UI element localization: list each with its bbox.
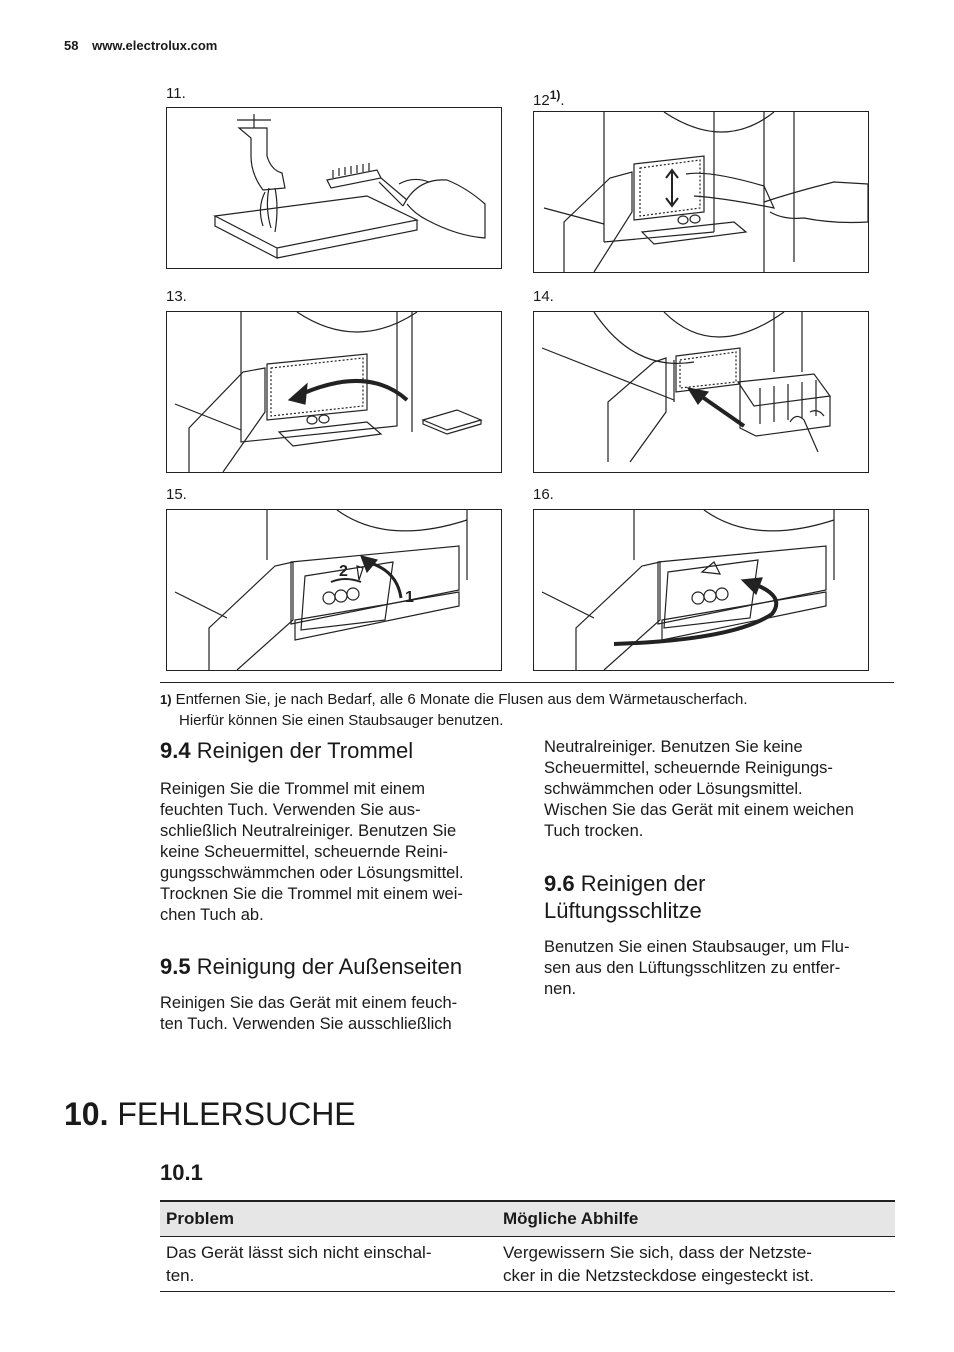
page-header: 58 www.electrolux.com [64,38,227,53]
table-row: Das Gerät lässt sich nicht einschal- ten… [160,1236,895,1292]
heading-9-4-title: Reinigen der Trommel [196,738,414,763]
heading-9-6-line-1: 9.6 Reinigen der [544,870,705,897]
text-line: Reinigen Sie das Gerät mit einem feuch- [160,994,458,1012]
heading-9-6-title-1: Reinigen der [580,871,706,896]
text-line: Neutralreiniger. Benutzen Sie keine [544,738,803,756]
heading-9-4-number: 9.4 [160,738,191,763]
vacuum-heat-exchanger-illustration [543,112,868,272]
footnote-line-2: Hierfür können Sie einen Staubsauger ben… [179,712,504,729]
text-line: ten Tuch. Verwenden Sie ausschließlich [160,1015,452,1033]
faucet-brush-cleaning-illustration [213,114,486,259]
troubleshooting-table: Problem Mögliche Abhilfe Das Gerät lässt… [160,1200,895,1292]
subsection-heading-10-1: 10.1 [160,1160,203,1185]
footnote-rule [160,682,894,683]
paragraph-9-4: Reinigen Sie die Trommel mit einem feuch… [160,779,505,926]
text-line: schwämmchen oder Lösungsmittel. [544,780,803,798]
text-line: Scheuermittel, scheuernde Reinigungs- [544,759,833,777]
footnote-marker: 1) [160,692,172,707]
figure-panel-15: 2 1 [166,509,502,671]
text-line: Vergewissern Sie sich, dass der Netzste- [503,1243,812,1262]
text-line: ten. [166,1266,195,1285]
text-line: chen Tuch ab. [160,906,264,924]
step-1-label: 1 [405,589,414,606]
text-line: Benutzen Sie einen Staubsauger, um Flu- [544,938,850,956]
figure-label-14: 14. [533,288,554,305]
step-2-label: 2 [339,563,348,580]
figure-panel-13 [166,311,502,473]
heading-9-5-title: Reinigung der Außenseiten [196,954,463,979]
text-line: Trocknen Sie die Trommel mit einem wei- [160,885,463,903]
chapter-heading: 10. FEHLERSUCHE [64,1096,356,1133]
figure-label-15: 15. [166,486,187,503]
chapter-number: 10. [64,1096,109,1132]
column-header-remedy: Mögliche Abhilfe [497,1200,895,1237]
figure-panel-16 [533,509,869,671]
footnote-line-1: 1)Entfernen Sie, je nach Bedarf, alle 6 … [160,689,894,710]
heading-9-6-title-2: Lüftungsschlitze [544,898,702,923]
remedy-cell: Vergewissern Sie sich, dass der Netzste-… [497,1236,895,1292]
chapter-title: FEHLERSUCHE [117,1096,356,1132]
figure-label-12: 121). [533,88,565,109]
figure-label-11: 11. [166,85,186,102]
figure-label-16: 16. [533,486,554,503]
table-header-row: Problem Mögliche Abhilfe [160,1200,895,1237]
footnote: 1)Entfernen Sie, je nach Bedarf, alle 6 … [160,689,894,731]
text-line: keine Scheuermittel, scheuernde Reini- [160,843,448,861]
figure-label-12-number: 12 [533,92,550,109]
figure-label-13: 13. [166,288,187,305]
figure-label-12-suffix: . [560,92,565,109]
figure-label-12-sup: 1) [549,88,561,102]
text-line: cker in die Netzsteckdose eingesteckt is… [503,1266,814,1285]
figure-panel-14 [533,311,869,473]
slide-filter-in-illustration [541,312,832,463]
text-line: Reinigen Sie die Trommel mit einem [160,780,426,798]
figure-panel-11 [166,107,502,269]
paragraph-9-5: Reinigen Sie das Gerät mit einem feuch- … [160,993,505,1035]
text-line: feuchten Tuch. Verwenden Sie aus- [160,801,421,819]
text-line: gungsschwämmchen oder Lösungsmittel. [160,864,464,882]
page-number: 58 [64,38,79,53]
lock-lever-illustration: 2 1 [174,510,468,670]
heading-9-4: 9.4 Reinigen der Trommel [160,737,413,764]
text-line: Das Gerät lässt sich nicht einschal- [166,1243,432,1262]
text-line: schließlich Neutralreiniger. Benutzen Si… [160,822,457,840]
text-line: Wischen Sie das Gerät mit einem weichen [544,801,854,819]
figure-panel-12 [533,111,869,273]
column-header-problem: Problem [160,1200,497,1237]
footnote-text-1: Entfernen Sie, je nach Bedarf, alle 6 Mo… [175,691,748,708]
heading-9-5-number: 9.5 [160,954,191,979]
text-line: sen aus den Lüftungsschlitzen zu entfer- [544,959,841,977]
problem-cell: Das Gerät lässt sich nicht einschal- ten… [160,1236,497,1292]
text-line: nen. [544,980,577,998]
text-line: Tuch trocken. [544,822,644,840]
heading-9-5: 9.5 Reinigung der Außenseiten [160,953,462,980]
close-door-illustration [541,510,835,670]
paragraph-9-6: Benutzen Sie einen Staubsauger, um Flu- … [544,937,894,1000]
paragraph-9-5-continued: Neutralreiniger. Benutzen Sie keine Sche… [544,737,894,842]
insert-filter-arrow-illustration [174,312,483,472]
heading-9-6-number: 9.6 [544,871,575,896]
heading-9-6: 9.6 Reinigen der Lüftungsschlitze [544,870,705,924]
website-url: www.electrolux.com [92,38,218,53]
